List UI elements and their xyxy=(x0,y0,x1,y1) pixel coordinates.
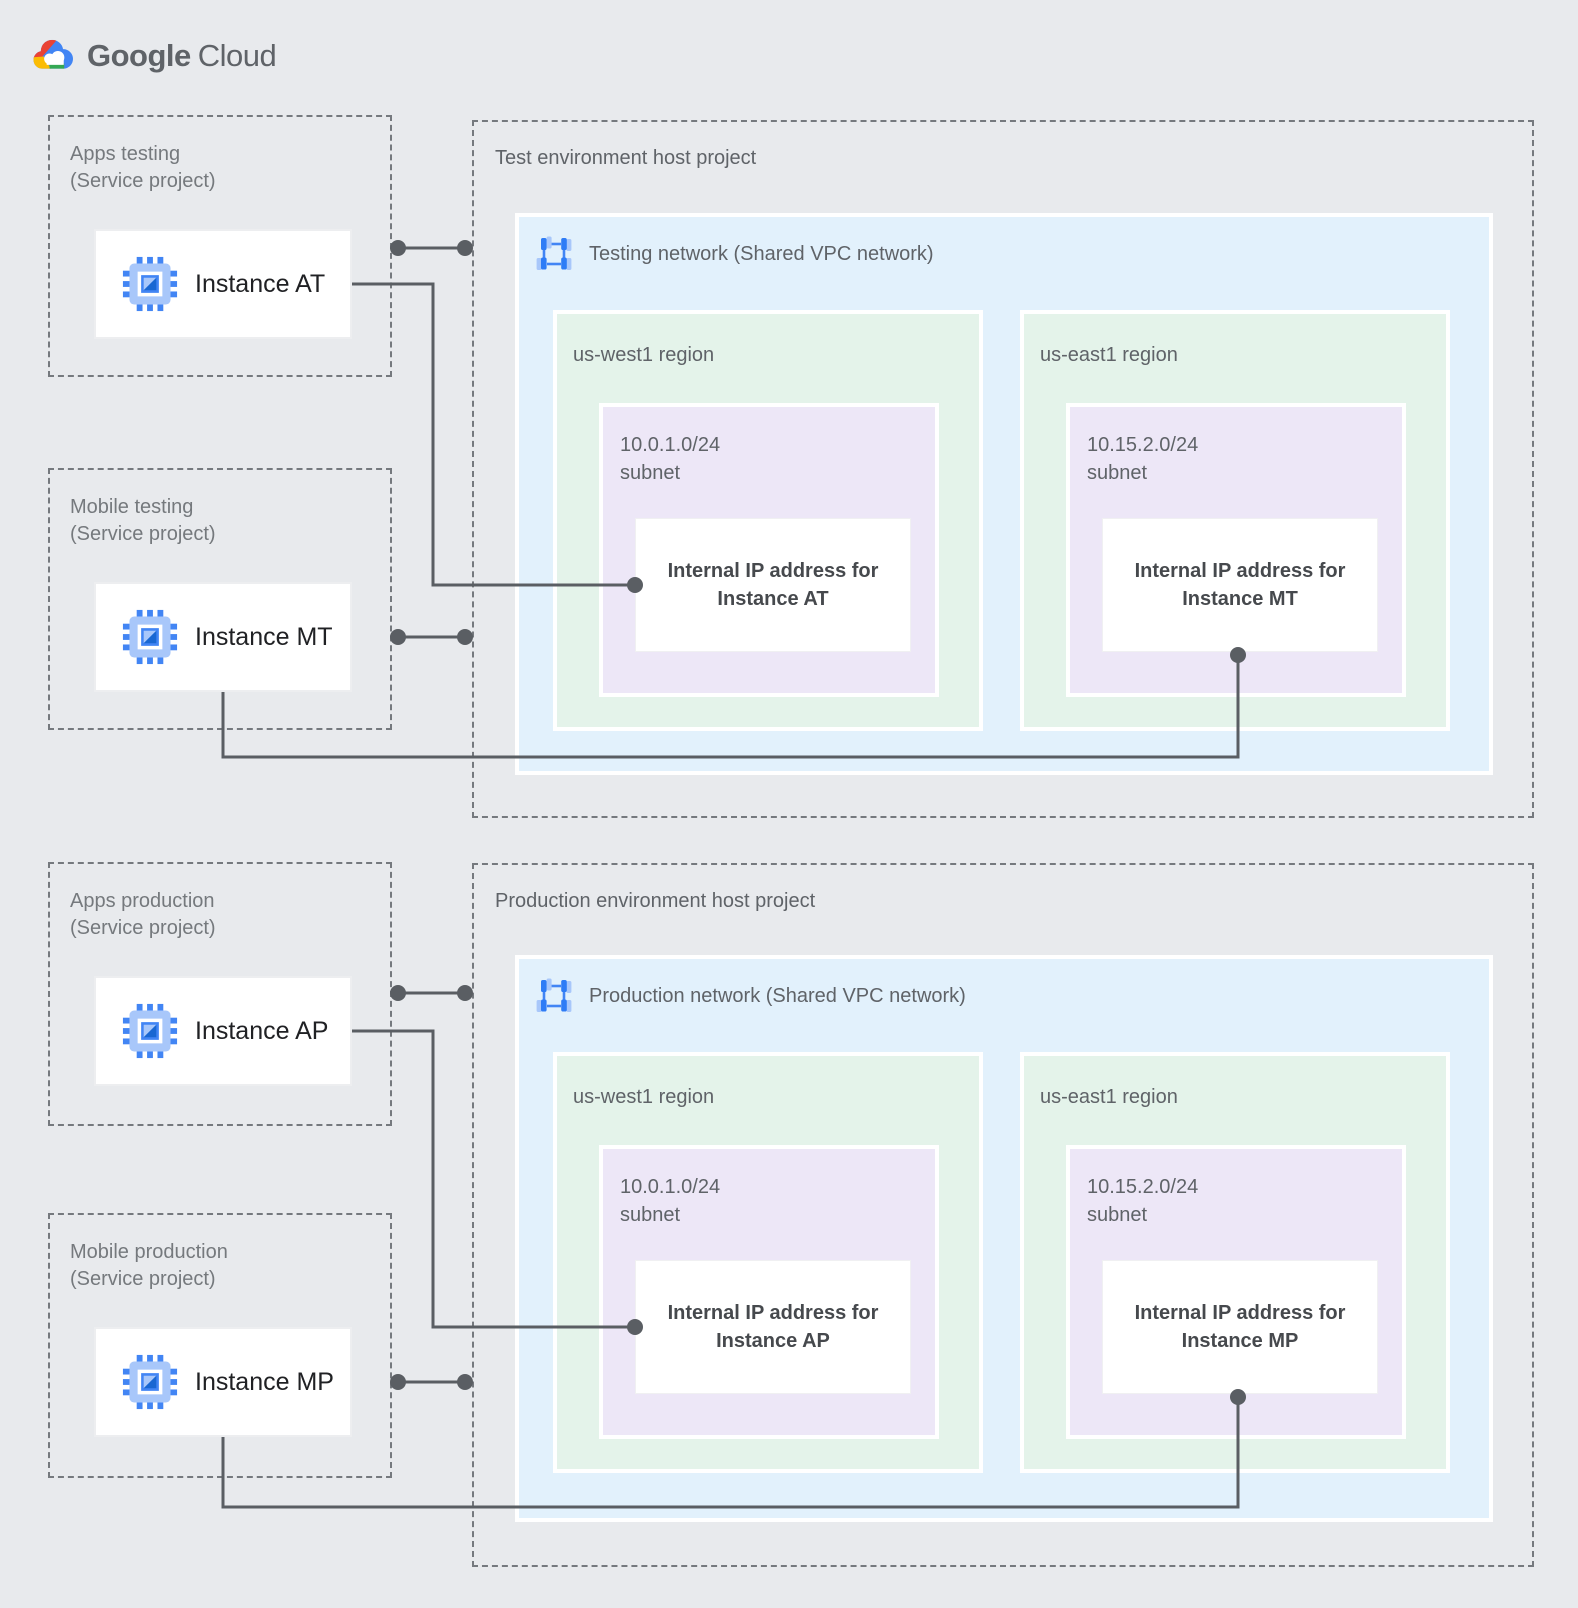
host-project-production: Production environment host project Prod… xyxy=(472,863,1534,1567)
compute-engine-icon xyxy=(122,609,178,665)
subnet-label: 10.15.2.0/24 subnet xyxy=(1087,434,1199,484)
compute-engine-icon xyxy=(122,1354,178,1410)
internal-ip-box-mt: Internal IP address for Instance MT xyxy=(1102,518,1378,652)
instance-card-at: Instance AT xyxy=(94,229,352,339)
service-project-apps-testing: Apps testing (Service project) Instance … xyxy=(48,115,392,377)
region-label: us-west1 region xyxy=(573,344,715,366)
internal-ip-box-ap: Internal IP address for Instance AP xyxy=(635,1260,911,1394)
subnet-box: 10.0.1.0/24 subnet Internal IP address f… xyxy=(599,1145,939,1439)
instance-label: Instance MT xyxy=(195,622,333,651)
vpc-network-label: Production network (Shared VPC network) xyxy=(589,984,966,1007)
instance-card-mp: Instance MP xyxy=(94,1327,352,1437)
subnet-box: 10.15.2.0/24 subnet Internal IP address … xyxy=(1066,403,1406,697)
service-project-apps-production: Apps production (Service project) Instan… xyxy=(48,862,392,1126)
service-project-label: Mobile testing (Service project) xyxy=(70,496,216,545)
host-project-test: Test environment host project Testing ne… xyxy=(472,120,1534,818)
region-label: us-east1 region xyxy=(1040,1086,1178,1108)
vpc-network-box-testing: Testing network (Shared VPC network) us-… xyxy=(515,213,1493,775)
logo-text-google: Google xyxy=(87,37,191,73)
connector-pair-at xyxy=(390,240,473,256)
internal-ip-box-at: Internal IP address for Instance AT xyxy=(635,518,911,652)
region-label: us-west1 region xyxy=(573,1086,715,1108)
connector-pair-ap xyxy=(390,985,473,1001)
region-box-us-east1: us-east1 region 10.15.2.0/24 subnet Inte… xyxy=(1020,1052,1450,1473)
subnet-box: 10.0.1.0/24 subnet Internal IP address f… xyxy=(599,403,939,697)
internal-ip-label: Internal IP address for Instance AP xyxy=(667,1302,879,1352)
region-box-us-west1: us-west1 region 10.0.1.0/24 subnet Inter… xyxy=(553,310,983,731)
subnet-label: 10.0.1.0/24 subnet xyxy=(620,1176,721,1226)
subnet-box: 10.15.2.0/24 subnet Internal IP address … xyxy=(1066,1145,1406,1439)
subnet-label: 10.15.2.0/24 subnet xyxy=(1087,1176,1199,1226)
instance-label: Instance AP xyxy=(195,1016,329,1045)
internal-ip-label: Internal IP address for Instance MT xyxy=(1134,560,1346,610)
host-project-label: Test environment host project xyxy=(495,147,757,169)
connector-pair-mp xyxy=(390,1374,473,1390)
subnet-label: 10.0.1.0/24 subnet xyxy=(620,434,721,484)
vpc-network-icon xyxy=(536,236,572,272)
region-label: us-east1 region xyxy=(1040,344,1178,366)
region-box-us-east1: us-east1 region 10.15.2.0/24 subnet Inte… xyxy=(1020,310,1450,731)
service-project-mobile-production: Mobile production (Service project) Inst… xyxy=(48,1213,392,1478)
vpc-network-label: Testing network (Shared VPC network) xyxy=(589,242,934,265)
vpc-network-box-production: Production network (Shared VPC network) … xyxy=(515,955,1493,1522)
logo-text-cloud: Cloud xyxy=(197,37,277,73)
vpc-network-icon xyxy=(536,978,572,1014)
google-cloud-icon xyxy=(30,36,77,75)
connector-pair-mt xyxy=(390,629,473,645)
instance-card-mt: Instance MT xyxy=(94,582,352,692)
instance-card-ap: Instance AP xyxy=(94,976,352,1086)
region-box-us-west1: us-west1 region 10.0.1.0/24 subnet Inter… xyxy=(553,1052,983,1473)
instance-label: Instance MP xyxy=(195,1367,334,1396)
service-project-mobile-testing: Mobile testing (Service project) Instanc… xyxy=(48,468,392,730)
vpc-network-header: Production network (Shared VPC network) xyxy=(536,978,966,1014)
service-project-label: Apps testing (Service project) xyxy=(70,143,216,192)
vpc-network-header: Testing network (Shared VPC network) xyxy=(536,236,934,272)
internal-ip-box-mp: Internal IP address for Instance MP xyxy=(1102,1260,1378,1394)
compute-engine-icon xyxy=(122,1003,178,1059)
compute-engine-icon xyxy=(122,256,178,312)
host-project-label: Production environment host project xyxy=(495,890,816,912)
instance-label: Instance AT xyxy=(195,269,326,298)
internal-ip-label: Internal IP address for Instance MP xyxy=(1134,1302,1346,1352)
service-project-label: Mobile production (Service project) xyxy=(70,1241,228,1290)
service-project-label: Apps production (Service project) xyxy=(70,890,216,939)
internal-ip-label: Internal IP address for Instance AT xyxy=(667,560,879,610)
